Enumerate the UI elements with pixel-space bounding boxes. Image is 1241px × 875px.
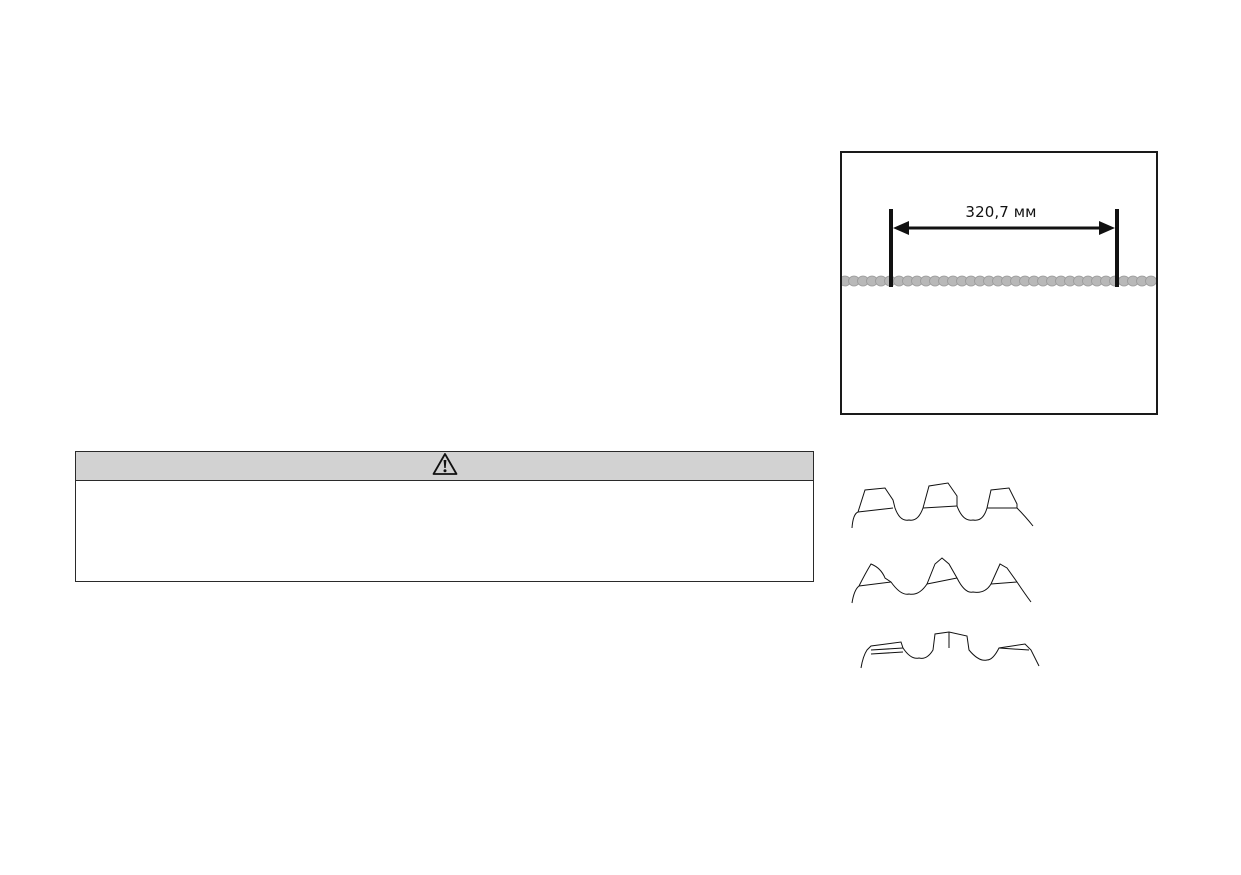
warning-header [76, 452, 813, 481]
warning-box [75, 451, 814, 582]
warning-body [76, 481, 813, 581]
chain-link [1145, 275, 1156, 287]
measure-arrow-left-head [893, 221, 909, 235]
tooth-profile-worn-icon [860, 631, 1040, 669]
tooth-profile-flat-icon [851, 482, 1034, 529]
chain-length-figure: 320,7 мм [840, 151, 1158, 415]
tooth-profile-pointed-icon [851, 557, 1032, 604]
warning-triangle-icon [432, 452, 458, 481]
tooth-profiles-figure [845, 478, 1045, 673]
chain-length-label: 320,7 мм [965, 203, 1037, 221]
chain-links [842, 275, 1156, 287]
measure-arrow-right-head [1099, 221, 1115, 235]
chain-length-illustration [842, 209, 1156, 287]
